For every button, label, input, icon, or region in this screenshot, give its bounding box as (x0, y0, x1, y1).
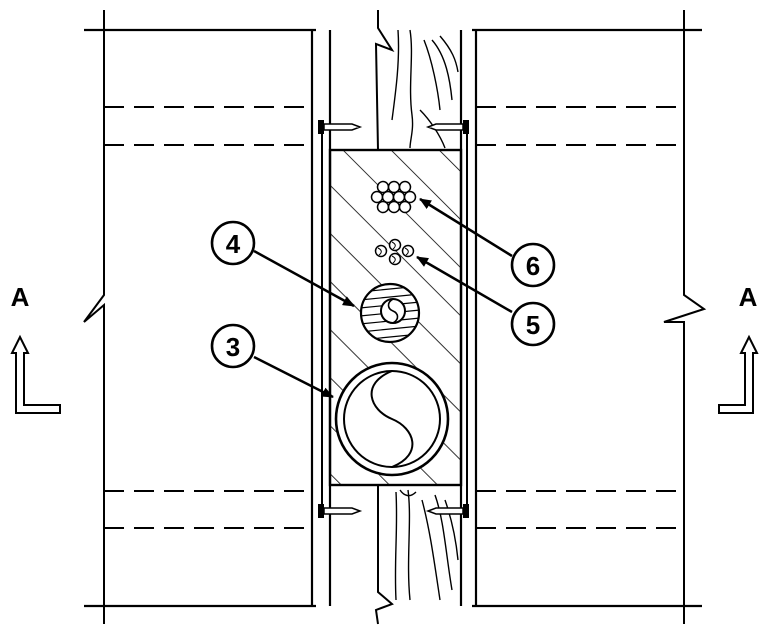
section-mark-right: A (718, 282, 759, 414)
callout-4: 4 (210, 220, 256, 266)
section-mark-left: A (10, 282, 61, 414)
bottom-wood-member (374, 485, 459, 625)
callout-5: 5 (510, 301, 556, 347)
section-mark-left-letter: A (11, 282, 30, 312)
fasteners (318, 120, 469, 518)
callout-4-label: 4 (226, 229, 241, 259)
callout-6-label: 6 (526, 251, 540, 281)
small-conduit (359, 282, 421, 344)
left-wall-break-line (83, 10, 105, 624)
callout-5-label: 5 (526, 310, 540, 340)
section-arrow-left-icon (10, 334, 61, 414)
top-wood-member (374, 10, 459, 151)
callout-3: 3 (210, 323, 256, 369)
section-arrow-right-icon (718, 334, 759, 414)
right-wall-break-line (663, 10, 707, 624)
section-mark-right-letter: A (739, 282, 758, 312)
large-cable-bundle (334, 361, 450, 477)
callout-3-label: 3 (226, 332, 240, 362)
cable-cluster (370, 180, 417, 214)
slab-lines (84, 28, 702, 608)
callout-6: 6 (510, 242, 556, 288)
small-wire-group (374, 238, 415, 266)
leader-lines (253, 197, 513, 399)
